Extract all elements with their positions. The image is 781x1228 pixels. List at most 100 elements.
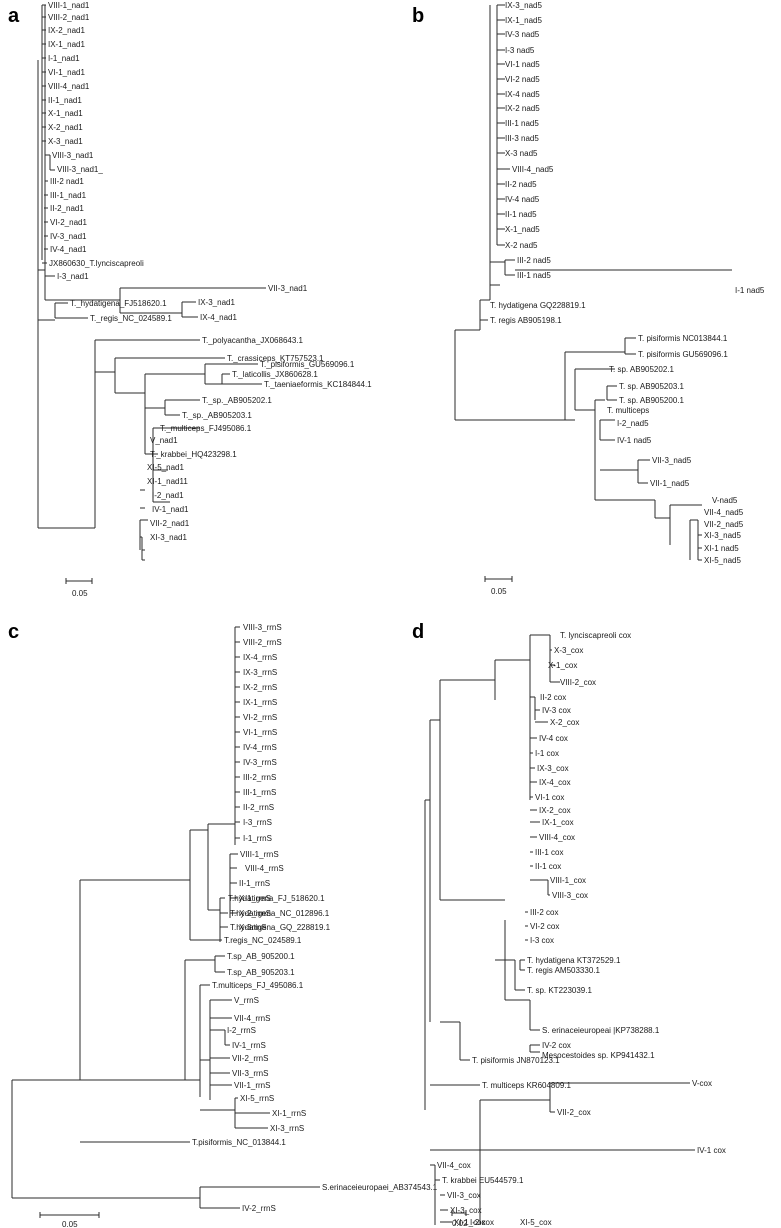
leaf-label: III-1 cox — [535, 848, 563, 857]
leaf-label: IX-1_nad1 — [48, 40, 85, 49]
leaf-label: IV-3 cox — [542, 706, 571, 715]
leaf-label: V-nad5 — [712, 496, 738, 505]
tree-b-branches — [454, 4, 732, 561]
leaf-label: VIII-4_cox — [539, 833, 575, 842]
scale-bar-label: 0.05 — [72, 589, 88, 598]
scale-bar-label: 0.05 — [62, 1220, 78, 1228]
leaf-label: XI-1_nad11 — [147, 477, 188, 486]
leaf-label: I-2_nad1 — [152, 491, 184, 500]
leaf-label: VII-2_rrnS — [232, 1054, 268, 1063]
leaf-label: T.sp_AB_905203.1 — [227, 968, 295, 977]
leaf-label: VIII-1_rrnS — [240, 850, 279, 859]
scale-bar-label: 0.05 — [491, 587, 507, 596]
leaf-label: XI-3_nad5 — [704, 531, 741, 540]
leaf-label: III-1_rrnS — [243, 788, 276, 797]
leaf-label: III-1_nad1 — [50, 191, 87, 200]
leaf-label: IV-3 nad5 — [505, 30, 540, 39]
tree-d-branches — [424, 634, 695, 1225]
tree-a-leaf-labels: VIII-1_nad1 VIII-2_nad1 IX-2_nad1 IX-1_n… — [48, 1, 372, 542]
leaf-label: VII-4_rrnS — [234, 1014, 270, 1023]
leaf-label: III-2 nad5 — [517, 256, 551, 265]
leaf-label: X-2_nad1 — [48, 123, 83, 132]
tree-c-branches — [11, 626, 320, 1209]
leaf-label: VII-2_nad5 — [704, 520, 744, 529]
leaf-label: VII-3_nad5 — [652, 456, 692, 465]
leaf-label: X-2_cox — [550, 718, 579, 727]
scale-bar-label: 0.02 — [452, 1219, 468, 1228]
leaf-label: VI-2_rrnS — [243, 713, 277, 722]
leaf-label: IX-3_rrnS — [243, 668, 277, 677]
leaf-label: III-3 nad5 — [505, 134, 539, 143]
leaf-label: T._multiceps_FJ495086.1 — [160, 424, 252, 433]
leaf-label: VIII-3_nad1_ — [57, 165, 103, 174]
leaf-label: T. krabbei EU544579.1 — [442, 1176, 524, 1185]
leaf-label: T. sp. AB905202.1 — [609, 365, 674, 374]
panel-label-a: a — [8, 5, 20, 27]
leaf-label: X-2_rrnS — [239, 909, 271, 918]
leaf-label: IX-2_nad1 — [48, 26, 85, 35]
scale-bar-c: 0.05 — [39, 1212, 100, 1228]
leaf-label: VIII-4_nad1 — [48, 82, 90, 91]
leaf-label: V_rrnS — [234, 996, 259, 1005]
leaf-label: IV-1 nad5 — [617, 436, 652, 445]
leaf-label: II-2_rrnS — [243, 803, 274, 812]
leaf-label: X-3 nad5 — [505, 149, 538, 158]
leaf-label: IX-4_rrnS — [243, 653, 277, 662]
leaf-label: T._crassiceps_KT757523.1 — [227, 354, 324, 363]
leaf-label: VII-2_cox — [557, 1108, 591, 1117]
leaf-label: I-3 cox — [530, 936, 554, 945]
leaf-label: IX-2 nad5 — [505, 104, 540, 113]
leaf-label: T. hydatigena GQ228819.1 — [490, 301, 586, 310]
leaf-label: IV-3_rrnS — [243, 758, 277, 767]
leaf-label: T. pisiformis JN870123.1 — [472, 1056, 560, 1065]
leaf-label: T.regis_NC_024589.1 — [224, 936, 302, 945]
leaf-label: III-1 nad5 — [517, 271, 551, 280]
leaf-label: XI-1 nad5 — [704, 544, 739, 553]
leaf-label: VI-1 nad5 — [505, 60, 540, 69]
leaf-label: T._pisiformis_GU569096.1 — [260, 360, 355, 369]
leaf-label: XI-3_nad1 — [150, 533, 187, 542]
leaf-label: I-2_rrnS — [227, 1026, 256, 1035]
leaf-label: T.hydatigena_NC_012896.1 — [230, 909, 330, 918]
scale-bar-a: 0.05 — [65, 578, 93, 598]
leaf-label: VI-2 nad5 — [505, 75, 540, 84]
leaf-label: X-3_nad1 — [48, 137, 83, 146]
leaf-label: T. lynciscapreoli cox — [560, 631, 631, 640]
leaf-label: T._taeniaeformis_KC184844.1 — [264, 380, 372, 389]
leaf-label: T. regis AB905198.1 — [490, 316, 562, 325]
tree-panel-d: d T. lynciscapreoli cox X-3_cox X-1_cox … — [412, 621, 726, 1228]
leaf-label: VIII-3_rrnS — [243, 623, 282, 632]
leaf-label: VII-3_rrnS — [232, 1069, 268, 1078]
leaf-label: I-2 cox — [470, 1218, 494, 1227]
leaf-label: T.hydatigena_GQ_228819.1 — [230, 923, 331, 932]
leaf-label: IX-1_rrnS — [243, 698, 277, 707]
leaf-label: T. pisiformis NC013844.1 — [638, 334, 728, 343]
leaf-label: VIII-1_nad1 — [48, 1, 90, 10]
leaf-label: XI-1_cox — [454, 1218, 486, 1227]
leaf-label: IV-2 cox — [542, 1041, 571, 1050]
leaf-label: XI-5_nad1 — [147, 463, 184, 472]
leaf-label: XI-3_rrnS — [270, 1124, 304, 1133]
leaf-label: IX-1_cox — [542, 818, 574, 827]
leaf-label: IV-1_nad1 — [152, 505, 189, 514]
leaf-label: VIII-3_nad1 — [52, 151, 94, 160]
leaf-label: II-1_rrnS — [239, 879, 270, 888]
leaf-label: I-3 nad5 — [505, 46, 535, 55]
leaf-label: VI-2 cox — [530, 922, 559, 931]
leaf-label: IX-4_cox — [539, 778, 571, 787]
leaf-label: X-1_rrnS — [239, 894, 271, 903]
panel-label-b: b — [412, 5, 424, 27]
leaf-label: VII-4_nad5 — [704, 508, 744, 517]
leaf-label: X-3rrnS — [239, 923, 267, 932]
leaf-label: XI-1_rrnS — [272, 1109, 306, 1118]
leaf-label: T._krabbei_HQ423298.1 — [150, 450, 237, 459]
leaf-label: T. pisiformis GU569096.1 — [638, 350, 728, 359]
leaf-label: II-1_nad1 — [48, 96, 82, 105]
leaf-label: I-2_nad5 — [617, 419, 649, 428]
leaf-label: I-3_rrnS — [243, 818, 272, 827]
leaf-label: T. multiceps KR604809.1 — [482, 1081, 571, 1090]
leaf-label: VII-3_cox — [447, 1191, 481, 1200]
leaf-label: I-1 cox — [535, 749, 559, 758]
leaf-label: I-1 nad5 — [735, 286, 765, 295]
leaf-label: XI-5_cox — [520, 1218, 552, 1227]
